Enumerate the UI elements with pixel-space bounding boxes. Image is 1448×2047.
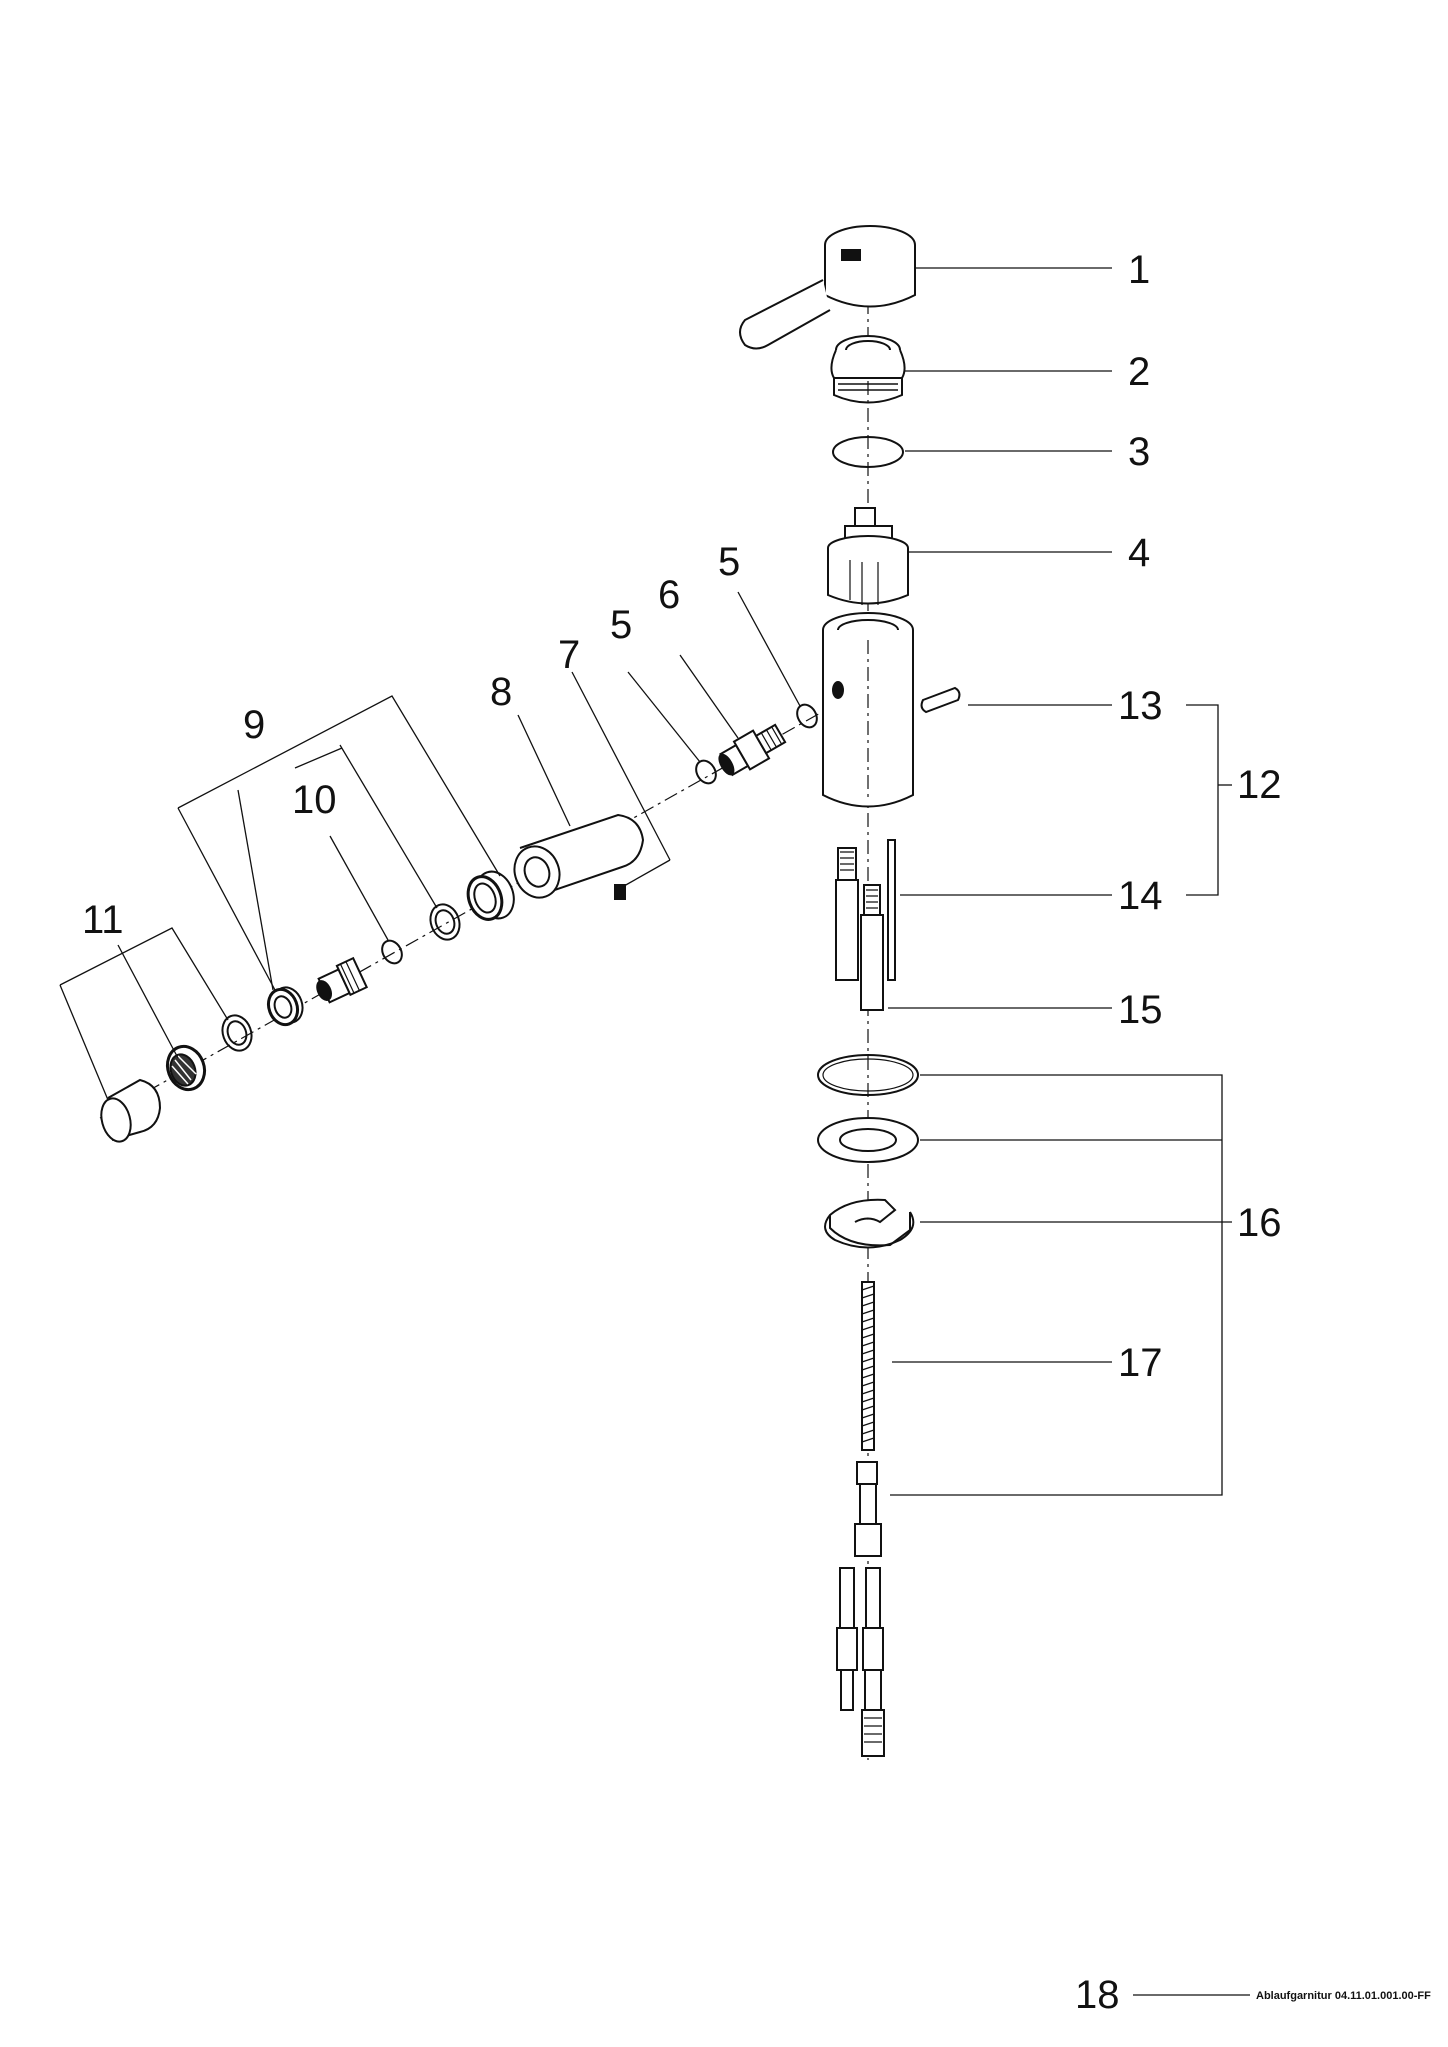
callout-10: 10 bbox=[292, 778, 337, 822]
part-1-lever-handle bbox=[739, 225, 916, 350]
part-16-ring bbox=[817, 1054, 919, 1096]
part-14-15-hoses bbox=[835, 839, 896, 1011]
callout-9: 9 bbox=[243, 703, 266, 747]
housing-body bbox=[822, 612, 914, 808]
callout-14: 14 bbox=[1118, 874, 1163, 918]
leader-lines-left bbox=[59, 591, 801, 1101]
document-reference: Ablaufgarnitur 04.11.01.001.00-FF bbox=[1256, 1990, 1431, 2002]
callout-1: 1 bbox=[1128, 248, 1151, 292]
callout-5-upper: 5 bbox=[718, 540, 741, 584]
part-4-cartridge bbox=[827, 507, 909, 605]
callout-12: 12 bbox=[1237, 763, 1282, 807]
part-13-pin bbox=[920, 686, 961, 714]
part-2-threaded-cap bbox=[830, 335, 906, 404]
part-10-o-ring bbox=[381, 939, 403, 965]
callout-2: 2 bbox=[1128, 350, 1151, 394]
part-9-washer bbox=[429, 903, 461, 941]
part-9-flow-insert bbox=[316, 956, 369, 1004]
part-7-set-screw bbox=[614, 884, 626, 900]
part-9-threaded-ring bbox=[466, 870, 515, 921]
lower-coupling bbox=[854, 1461, 882, 1557]
part-5-o-ring-upper bbox=[796, 703, 818, 729]
part-17-threaded-rod bbox=[861, 1281, 875, 1451]
callout-8: 8 bbox=[490, 670, 513, 714]
callout-3: 3 bbox=[1128, 430, 1151, 474]
diagonal-axis-centerline bbox=[99, 711, 823, 1119]
callout-6: 6 bbox=[658, 573, 681, 617]
leader-lines-right bbox=[888, 267, 1232, 1496]
part-8-spout-tube bbox=[513, 813, 645, 899]
part-11-aerator bbox=[165, 1044, 207, 1092]
part-3-o-ring bbox=[832, 436, 904, 468]
callout-11: 11 bbox=[82, 898, 124, 942]
callout-16: 16 bbox=[1237, 1201, 1282, 1245]
part-9-threaded-bush bbox=[266, 986, 304, 1027]
part-6-valve-insert bbox=[718, 723, 787, 777]
part-16-washer bbox=[817, 1117, 919, 1163]
callout-5-lower: 5 bbox=[610, 603, 633, 647]
callout-4: 4 bbox=[1128, 531, 1151, 575]
callout-15: 15 bbox=[1118, 988, 1163, 1032]
callout-7: 7 bbox=[558, 633, 581, 677]
lower-hose-ends bbox=[836, 1567, 885, 1757]
callout-17: 17 bbox=[1118, 1341, 1163, 1385]
part-16-clip bbox=[824, 1198, 915, 1249]
part-11-sleeve bbox=[100, 1078, 162, 1143]
callout-13: 13 bbox=[1118, 684, 1163, 728]
part-11-washer bbox=[221, 1014, 253, 1052]
page-number: 18 bbox=[1075, 1973, 1120, 2017]
